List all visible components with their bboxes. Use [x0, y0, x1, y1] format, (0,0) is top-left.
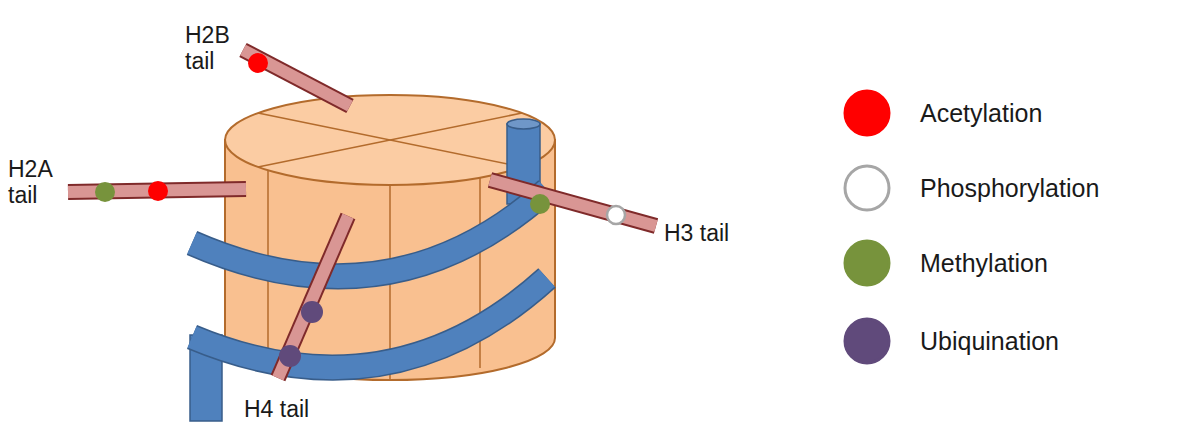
histone-tail — [278, 216, 348, 378]
core-top-line — [258, 113, 522, 167]
histone-tail — [490, 180, 656, 226]
legend-item: Acetylation — [842, 88, 1042, 138]
tail-label: H2B tail — [185, 22, 230, 74]
legend-item: Ubiquination — [842, 316, 1059, 366]
methylation-dot — [530, 194, 550, 214]
legend-item: Phosphorylation — [842, 163, 1099, 213]
legend-swatch-holder — [842, 316, 894, 366]
core-top — [225, 95, 555, 185]
legend-swatch — [845, 319, 889, 363]
dna-strand-end — [507, 119, 540, 129]
histone-tail — [490, 180, 656, 226]
legend-text: Methylation — [920, 249, 1048, 278]
legend-swatch-holder — [842, 163, 894, 213]
legend-text: Ubiquination — [920, 327, 1059, 356]
ubiquination-dot — [279, 345, 301, 367]
ubiquination-dot — [301, 301, 323, 323]
dna-strand — [192, 278, 547, 368]
tail-label-text: H2B tail — [185, 22, 230, 74]
core-top-line — [258, 113, 522, 167]
acetylation-dot — [248, 53, 268, 73]
legend-item: Methylation — [842, 238, 1048, 288]
histone-tail — [243, 50, 350, 106]
methylation-dot — [95, 182, 115, 202]
legend-text: Acetylation — [920, 99, 1042, 128]
histone-tail — [243, 50, 350, 106]
tail-label-text: H3 tail — [664, 220, 729, 246]
legend-swatch — [845, 241, 889, 285]
tail-label-text: H4 tail — [244, 396, 309, 422]
phosphorylation-dot — [607, 206, 625, 224]
acetylation-dot — [148, 181, 168, 201]
tail-label: H3 tail — [664, 220, 729, 246]
legend-swatch-holder — [842, 88, 894, 138]
legend-swatch-holder — [842, 238, 894, 288]
dna-strand — [192, 278, 547, 368]
dna-strand — [192, 190, 547, 276]
legend-swatch — [845, 166, 889, 210]
tail-label: H4 tail — [244, 396, 309, 422]
tail-label: H2A tail — [8, 156, 51, 208]
legend-text: Phosphorylation — [920, 174, 1099, 203]
dna-strand — [192, 190, 547, 276]
tail-label-text: H2A tail — [8, 156, 51, 208]
histone-tail — [278, 216, 348, 378]
legend-swatch — [845, 91, 889, 135]
